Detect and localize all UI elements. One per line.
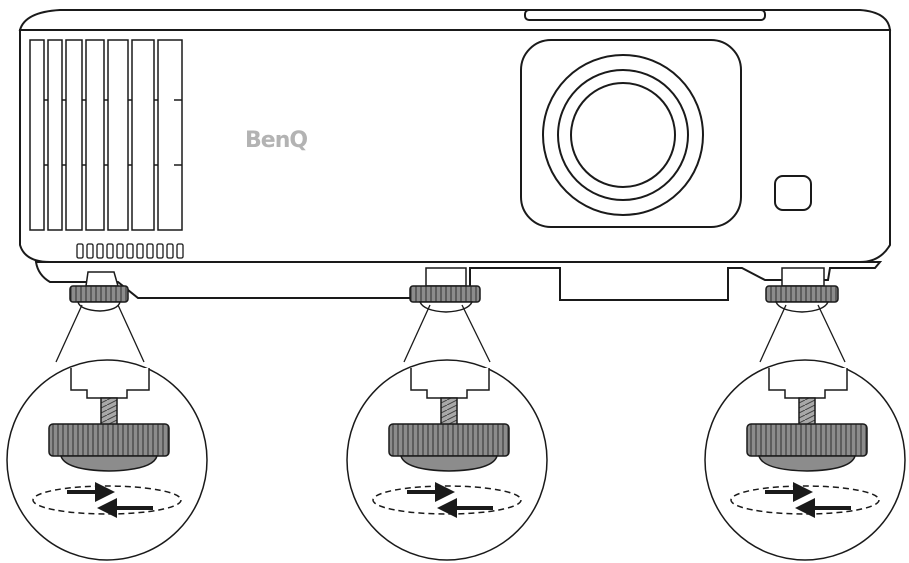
left-zoom-circle: [6, 359, 208, 561]
rotation-arrows-icon: [32, 482, 182, 518]
adjuster-foot-icon: [388, 368, 510, 472]
ir-sensor-icon: [774, 175, 812, 211]
lens-icon: [520, 39, 742, 228]
rotation-arrows-icon: [372, 482, 522, 518]
vent-grille-icon: [29, 39, 183, 231]
right-zoom-circle: [704, 359, 906, 561]
center-foot: [409, 267, 481, 313]
center-zoom-circle: [346, 359, 548, 561]
left-foot: [69, 271, 129, 312]
callout-lines: [55, 304, 846, 363]
adjuster-foot-icon: [48, 368, 170, 472]
adjuster-foot-icon: [746, 368, 868, 472]
rotation-arrows-icon: [730, 482, 880, 518]
speaker-slots: [76, 243, 184, 259]
right-foot: [765, 267, 839, 313]
brand-logo: BenQ: [245, 128, 307, 153]
